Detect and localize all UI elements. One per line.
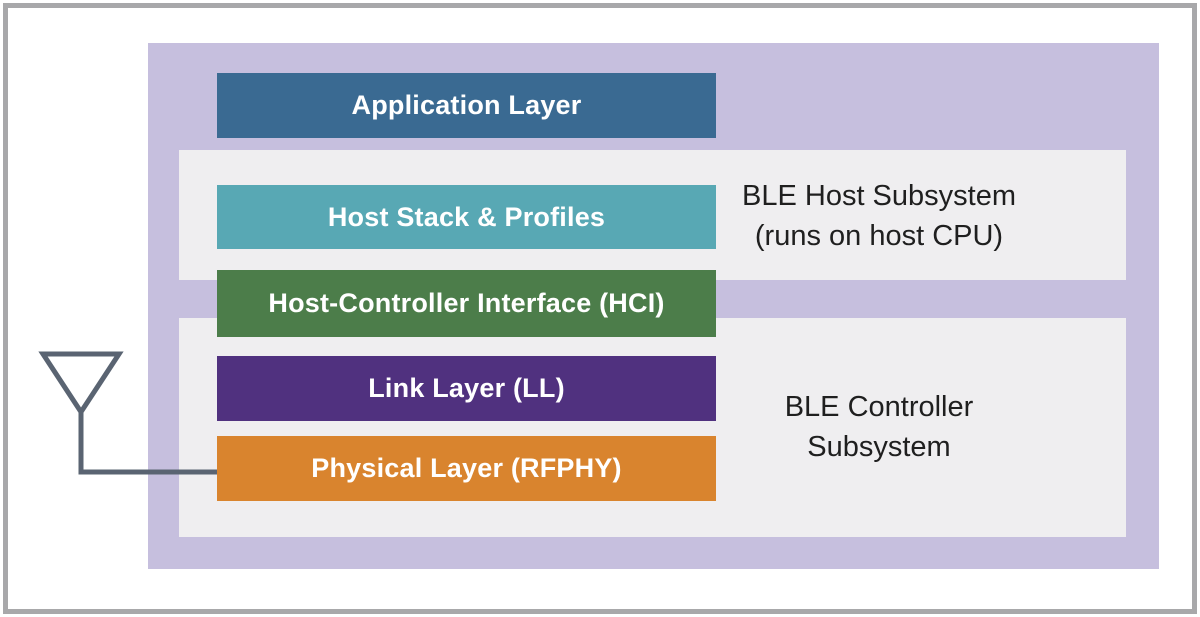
layer-bar-physical-layer: Physical Layer (RFPHY) [217,436,716,501]
layer-label-physical-layer: Physical Layer (RFPHY) [311,453,622,483]
controller-subsystem-label-line2: Subsystem [807,431,951,463]
controller-subsystem-label-line1: BLE Controller [784,391,974,423]
layer-bar-link-layer: Link Layer (LL) [217,356,716,421]
layer-bar-hci: Host-Controller Interface (HCI) [217,270,716,337]
layer-label-host-stack: Host Stack & Profiles [327,201,606,232]
layer-label-link-layer: Link Layer (LL) [368,373,565,403]
layer-bar-host-stack: Host Stack & Profiles [217,185,716,249]
layer-bar-application: Application Layer [217,73,716,138]
host-subsystem-label: BLE Host Subsystem (runs on host CPU) [716,176,1042,256]
layer-label-application: Application Layer [351,90,582,120]
host-subsystem-label-line2: (runs on host CPU) [754,220,1004,252]
antenna-feed-line [78,410,217,475]
host-subsystem-label-line1: BLE Host Subsystem [742,180,1016,212]
controller-subsystem-label: BLE Controller Subsystem [716,387,1042,467]
layer-label-hci: Host-Controller Interface (HCI) [268,288,665,318]
antenna-icon [38,351,217,475]
antenna-triangle [38,351,124,417]
